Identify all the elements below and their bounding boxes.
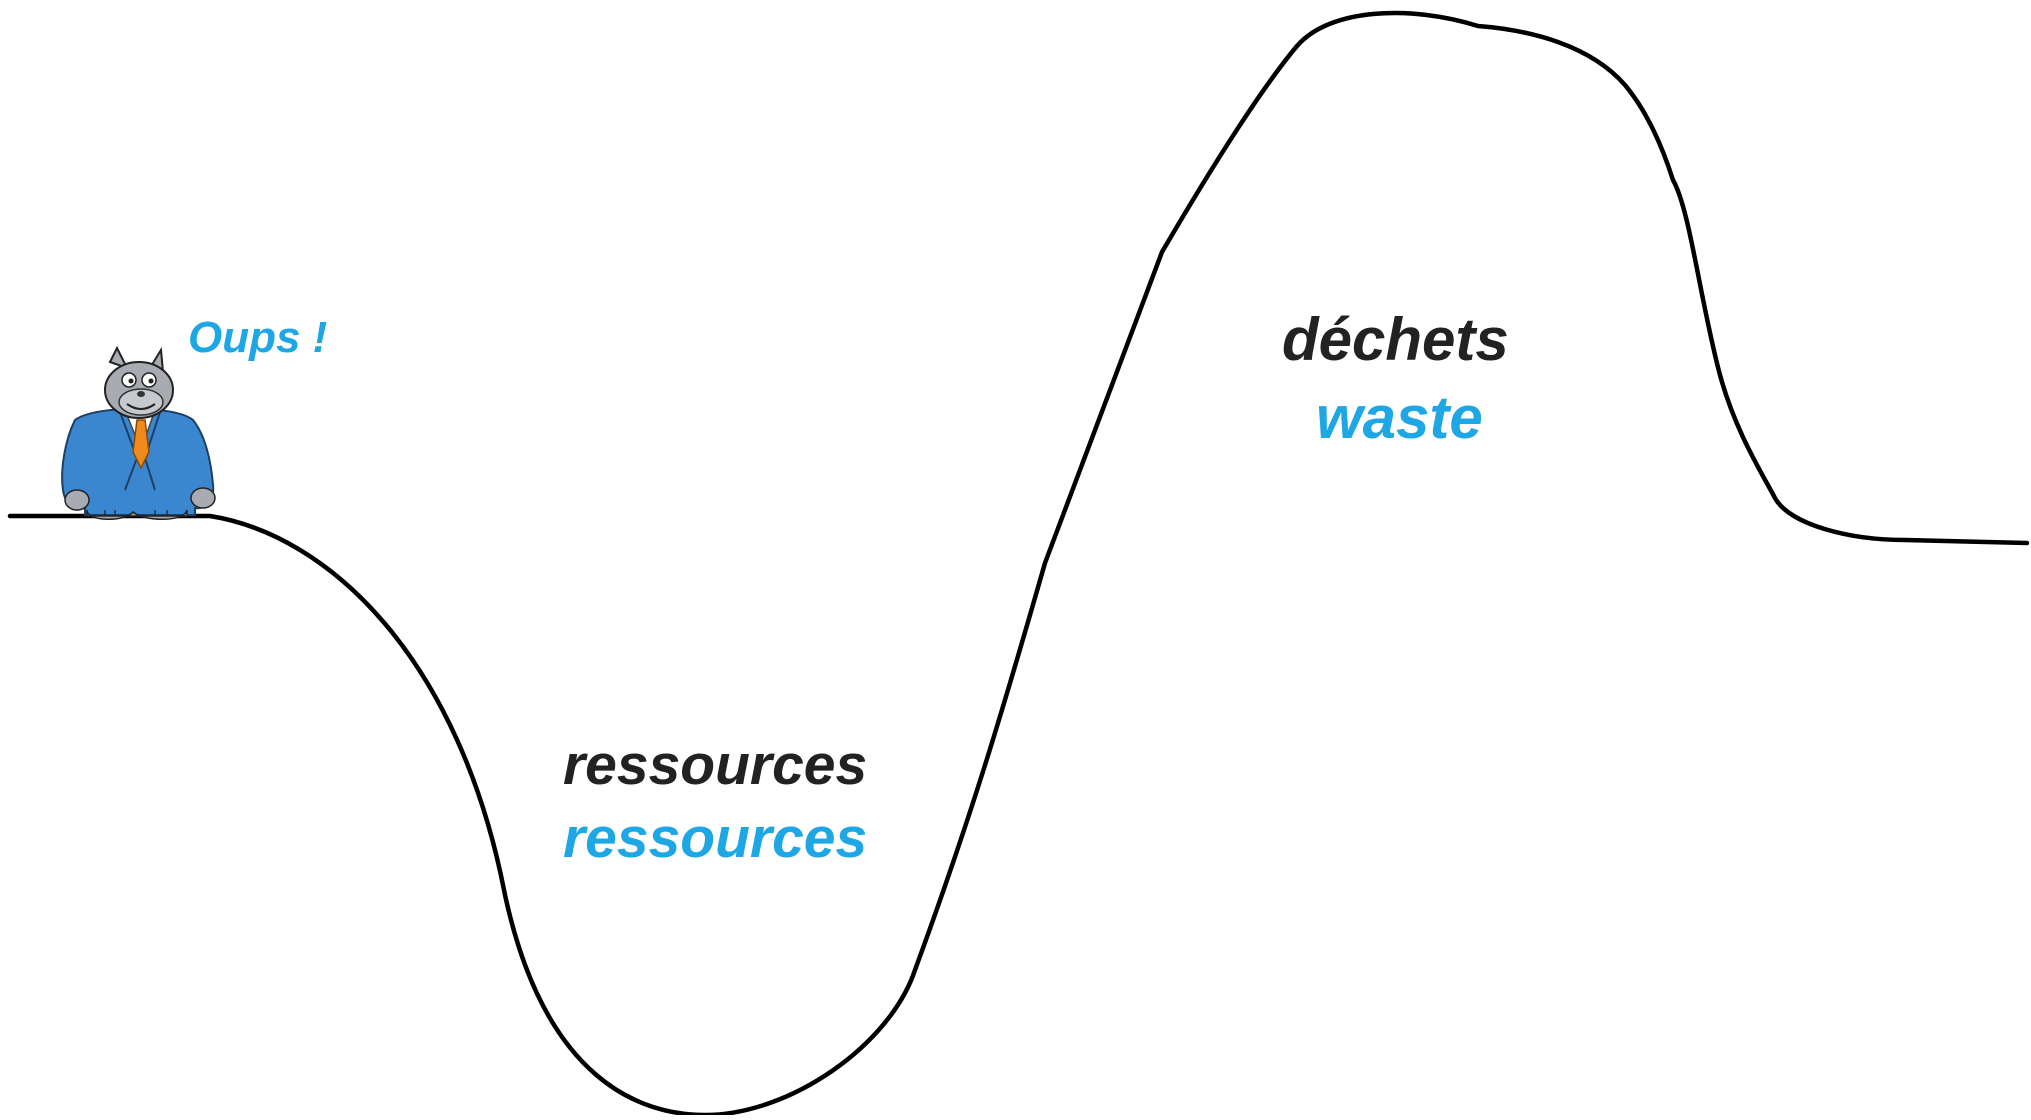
exclamation-label: Oups ! xyxy=(188,313,328,362)
valley-label-en: ressources xyxy=(563,806,868,870)
peak-label-en: waste xyxy=(1316,384,1483,451)
peak-label-fr: déchets xyxy=(1282,306,1509,373)
terrain-line xyxy=(7,10,2030,1118)
cat-in-suit-icon xyxy=(61,345,216,520)
valley-label-fr: ressources xyxy=(563,733,868,797)
